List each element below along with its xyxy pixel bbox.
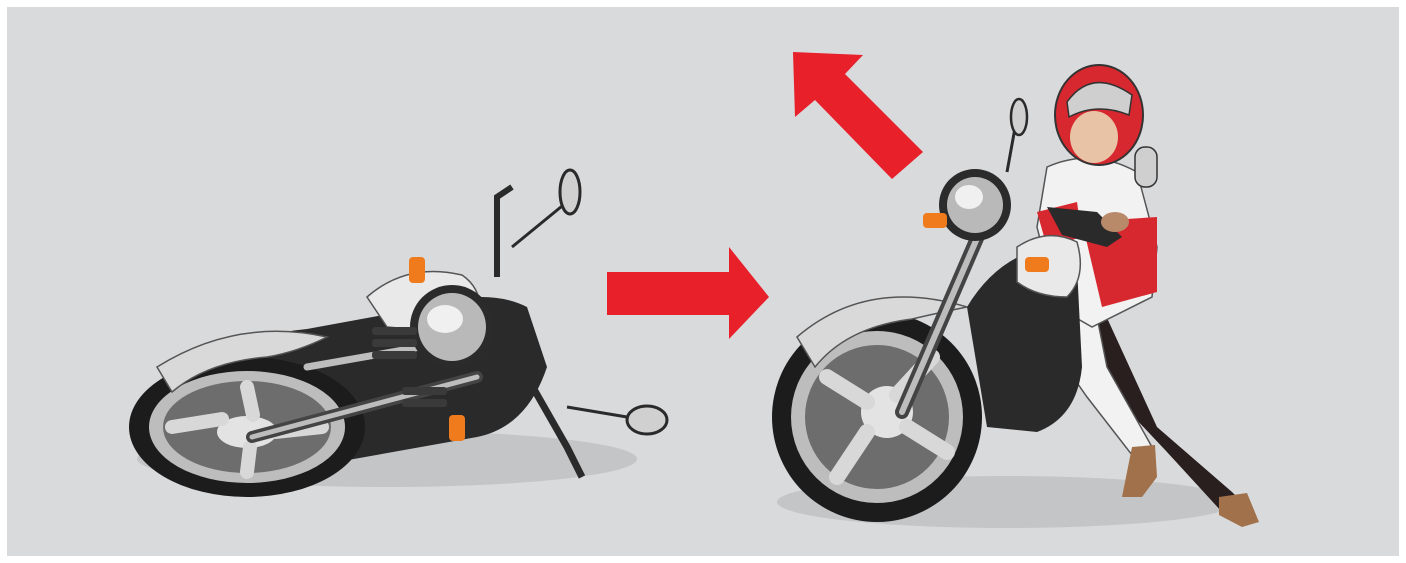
mirror-upper	[560, 170, 580, 214]
illustration-canvas	[7, 7, 1399, 556]
turn-indicator-upper	[409, 257, 425, 283]
mirror-lower	[627, 406, 667, 434]
turn-indicator-right	[1025, 257, 1049, 272]
headlight	[410, 285, 494, 369]
rider-hand	[1101, 212, 1129, 232]
turn-indicator-left	[923, 213, 947, 228]
rider-face	[1070, 111, 1118, 163]
mirror-left	[1011, 99, 1027, 135]
illustration-frame	[7, 7, 1399, 556]
headlight-right	[939, 169, 1011, 241]
turn-indicator-lower	[449, 415, 465, 441]
mirror-right-bike	[1135, 147, 1157, 187]
